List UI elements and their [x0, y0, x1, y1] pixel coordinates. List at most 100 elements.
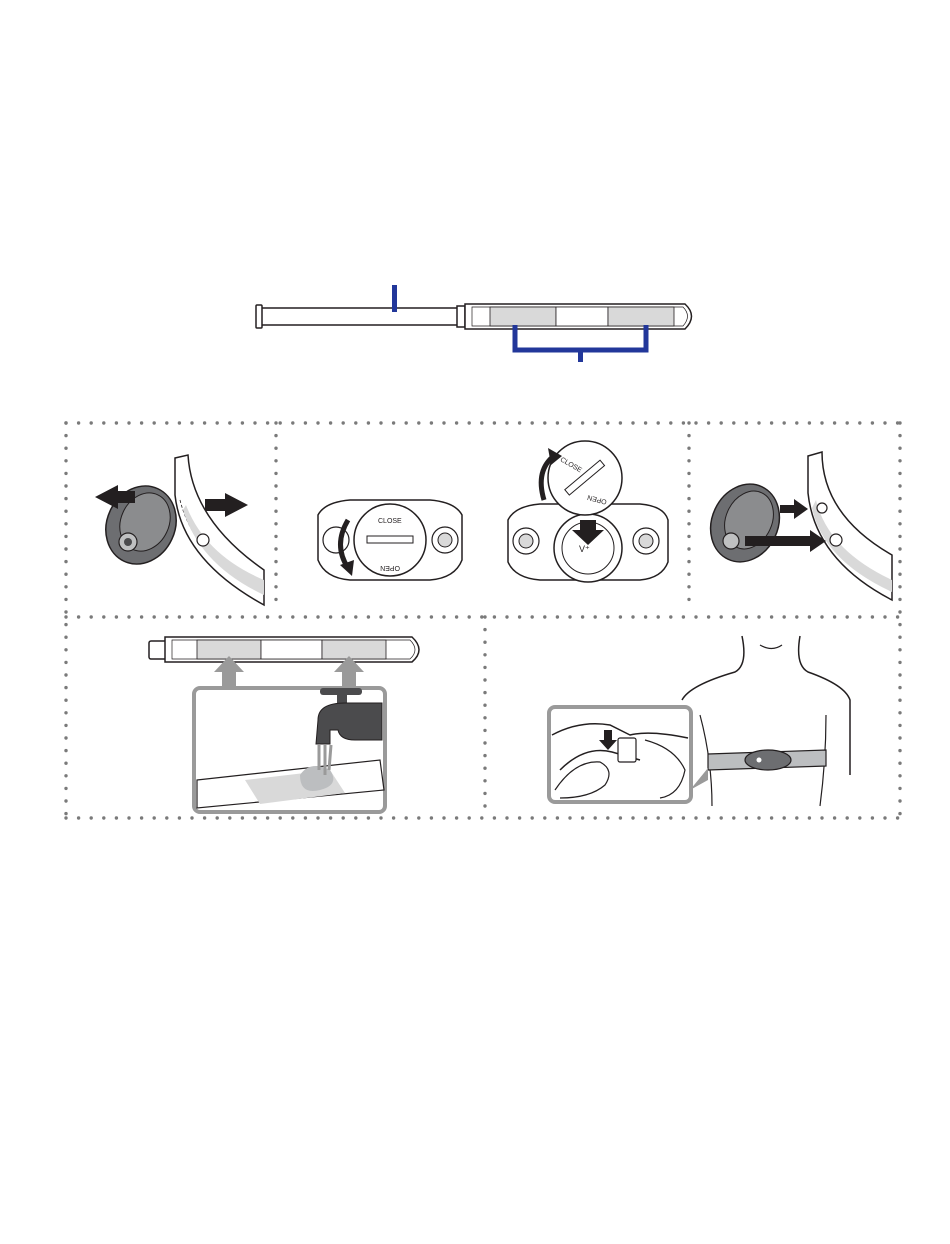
border-dot — [795, 421, 798, 424]
border-dot — [898, 421, 901, 424]
border-dot — [64, 816, 67, 819]
border-dot — [694, 421, 697, 424]
border-dot — [505, 421, 508, 424]
border-dot — [898, 711, 901, 714]
border-dot — [732, 816, 735, 819]
border-dot — [581, 421, 584, 424]
panel-detach-module — [93, 455, 264, 605]
border-dot — [543, 421, 546, 424]
dial-close-label: CLOSE — [378, 518, 402, 525]
border-dot — [898, 598, 901, 601]
border-dot — [64, 673, 67, 676]
border-dot — [898, 762, 901, 765]
border-dot — [687, 560, 690, 563]
border-dot — [687, 522, 690, 525]
border-dot — [657, 816, 660, 819]
border-dot — [682, 816, 685, 819]
border-dot — [64, 774, 67, 777]
border-dot — [871, 816, 874, 819]
border-dot — [568, 816, 571, 819]
border-dot — [720, 615, 723, 618]
border-dot — [531, 816, 534, 819]
border-dot — [518, 816, 521, 819]
border-dot — [898, 699, 901, 702]
border-dot — [644, 615, 647, 618]
border-dot — [291, 816, 294, 819]
border-dot — [274, 547, 277, 550]
border-dot — [707, 421, 710, 424]
border-dot — [64, 699, 67, 702]
border-dot — [64, 447, 67, 450]
border-dot — [367, 421, 370, 424]
border-dot — [556, 421, 559, 424]
border-dot — [898, 573, 901, 576]
border-dot — [64, 421, 67, 424]
border-dot — [483, 704, 486, 707]
border-dot — [329, 816, 332, 819]
border-dot — [669, 816, 672, 819]
border-dot — [405, 421, 408, 424]
border-dot — [795, 816, 798, 819]
border-dot — [274, 522, 277, 525]
border-dot — [291, 421, 294, 424]
border-dot — [274, 535, 277, 538]
border-dot — [687, 547, 690, 550]
border-dot — [468, 421, 471, 424]
border-dot — [483, 767, 486, 770]
border-dot — [732, 615, 735, 618]
border-dot — [808, 816, 811, 819]
border-dot — [64, 598, 67, 601]
border-dot — [720, 816, 723, 819]
border-dot — [253, 816, 256, 819]
border-dot — [64, 434, 67, 437]
border-dot — [90, 615, 93, 618]
border-dot — [644, 421, 647, 424]
border-dot — [480, 421, 483, 424]
border-dot — [274, 434, 277, 437]
border-dot — [342, 816, 345, 819]
border-dot — [556, 615, 559, 618]
border-dot — [581, 615, 584, 618]
border-dot — [480, 816, 483, 819]
border-dot — [644, 816, 647, 819]
border-dot — [687, 573, 690, 576]
border-dot — [216, 615, 219, 618]
panel-wear-strap — [549, 636, 850, 806]
border-dot — [203, 421, 206, 424]
border-dot — [556, 816, 559, 819]
border-dot — [707, 816, 710, 819]
border-dot — [266, 421, 269, 424]
border-dot — [631, 421, 634, 424]
border-dot — [898, 610, 901, 613]
border-dot — [153, 615, 156, 618]
border-dot — [274, 472, 277, 475]
border-dot — [687, 484, 690, 487]
border-dot — [745, 816, 748, 819]
strap-overview — [256, 285, 692, 362]
border-dot — [531, 421, 534, 424]
border-dot — [203, 615, 206, 618]
border-dot — [127, 816, 130, 819]
border-dot — [367, 615, 370, 618]
border-dot — [64, 472, 67, 475]
border-dot — [64, 749, 67, 752]
border-dot — [687, 459, 690, 462]
border-dot — [430, 421, 433, 424]
border-dot — [274, 585, 277, 588]
border-dot — [483, 779, 486, 782]
border-dot — [342, 615, 345, 618]
border-dot — [127, 421, 130, 424]
border-dot — [898, 623, 901, 626]
border-dot — [883, 615, 886, 618]
dial-open-label: OPEN — [380, 564, 400, 571]
border-dot — [367, 816, 370, 819]
border-dot — [770, 421, 773, 424]
border-dot — [64, 585, 67, 588]
border-dot — [898, 472, 901, 475]
border-dot — [898, 459, 901, 462]
border-dot — [442, 816, 445, 819]
border-dot — [190, 421, 193, 424]
panel-wet-electrodes — [149, 637, 419, 812]
border-dot — [392, 421, 395, 424]
